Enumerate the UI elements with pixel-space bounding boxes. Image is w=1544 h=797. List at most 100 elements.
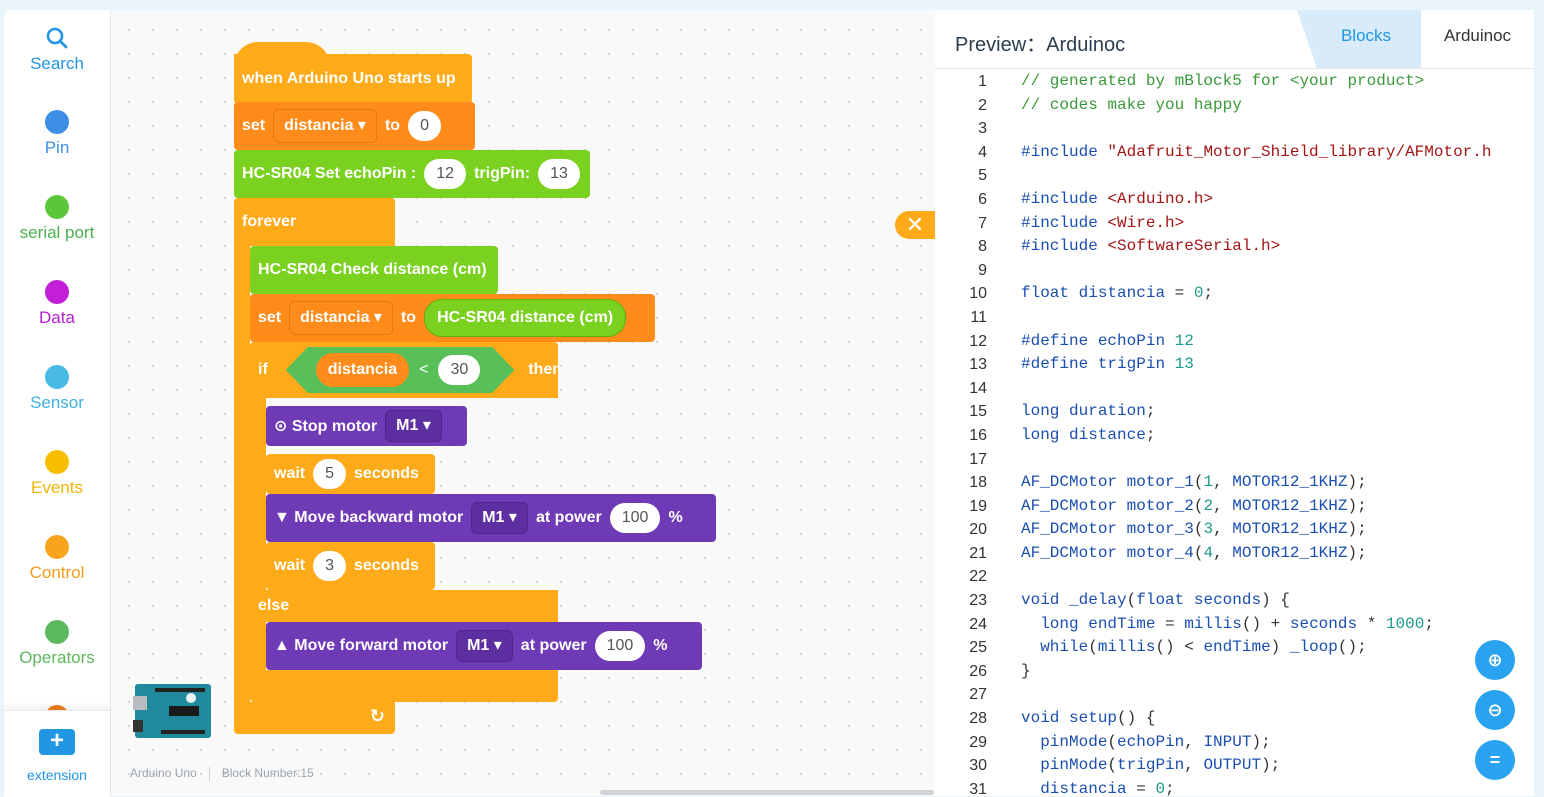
wait-seconds-input[interactable]: 3 xyxy=(313,551,347,581)
line-number: 30 xyxy=(969,757,987,775)
zoom-in-button[interactable]: ⊕ xyxy=(1475,640,1515,680)
motor-dropdown[interactable]: M1 ▾ xyxy=(385,410,442,442)
hat-block-start[interactable]: when Arduino Uno starts up xyxy=(234,42,472,104)
line-number: 24 xyxy=(969,615,987,633)
tab-arduinoc[interactable]: Arduinoc xyxy=(1443,26,1512,45)
set-label: set xyxy=(258,309,282,326)
motor-name: M1 xyxy=(482,509,505,526)
line-number: 11 xyxy=(970,308,987,326)
code-line: 24 long endTime = millis() + seconds * 1… xyxy=(935,613,1534,637)
category-label: Data xyxy=(39,308,75,327)
motor-name: M1 xyxy=(396,417,419,434)
variable-dropdown[interactable]: distancia ▾ xyxy=(273,109,377,143)
zoom-out-button[interactable]: ⊖ xyxy=(1475,690,1515,730)
preview-panel: Preview：Arduinoc Blocks Arduinoc 1// gen… xyxy=(935,10,1534,796)
hcsr04-setup-block[interactable]: HC-SR04 Set echoPin : 12 trigPin: 13 xyxy=(234,150,590,198)
code-text: long duration; xyxy=(1021,402,1156,421)
code-text: long endTime = millis() + seconds * 1000… xyxy=(1040,614,1434,633)
line-number: 8 xyxy=(978,238,987,256)
category-control[interactable]: Control xyxy=(4,535,110,583)
if-else-block[interactable]: if distancia < 30 then xyxy=(250,342,562,398)
line-number: 5 xyxy=(978,167,987,185)
percent-label: % xyxy=(668,509,683,526)
category-operators[interactable]: Operators xyxy=(4,620,110,668)
code-editor[interactable]: 1// generated by mBlock5 for <your produ… xyxy=(935,70,1534,796)
wait-label: wait xyxy=(274,557,306,574)
code-line: 11 xyxy=(935,306,1534,330)
wait-block-2[interactable]: wait 3 seconds xyxy=(266,542,435,590)
add-extension-icon: + xyxy=(39,729,75,755)
code-line: 8 #include <SoftwareSerial.h> xyxy=(935,235,1534,259)
code-line: 15 long duration; xyxy=(935,400,1534,424)
zoom-in-icon: ⊕ xyxy=(1487,650,1503,670)
line-number: 18 xyxy=(969,474,987,492)
value-input[interactable]: 0 xyxy=(408,111,441,141)
code-text: // generated by mBlock5 for <your produc… xyxy=(1021,72,1425,90)
category-pin[interactable]: Pin xyxy=(4,110,110,158)
code-line: 3 xyxy=(935,117,1534,141)
else-segment: else xyxy=(250,590,558,622)
variable-dropdown[interactable]: distancia ▾ xyxy=(289,301,393,335)
line-number: 15 xyxy=(969,403,987,421)
loop-arrow-icon: ↻ xyxy=(369,706,385,726)
line-number: 21 xyxy=(969,544,987,562)
close-preview-button[interactable]: ✕ xyxy=(895,211,935,239)
zoom-reset-button[interactable]: = xyxy=(1475,740,1515,780)
comparison-block[interactable]: distancia < 30 xyxy=(286,347,515,393)
power-input[interactable]: 100 xyxy=(594,631,646,661)
serial-port-color-dot-icon xyxy=(45,195,69,219)
set-variable-block-2[interactable]: set distancia ▾ to HC-SR04 distance (cm) xyxy=(250,294,655,342)
code-text: AF_DCMotor motor_1(1, MOTOR12_1KHZ); xyxy=(1021,473,1367,492)
if-label: if xyxy=(258,361,268,378)
hcsr04-distance-reporter[interactable]: HC-SR04 distance (cm) xyxy=(424,299,627,337)
stop-motor-block[interactable]: ⊙ Stop motor M1 ▾ xyxy=(266,406,467,446)
power-input[interactable]: 100 xyxy=(609,503,661,533)
motor-dropdown[interactable]: M1 ▾ xyxy=(456,630,513,662)
code-text: #include <SoftwareSerial.h> xyxy=(1021,237,1281,256)
data-color-dot-icon xyxy=(45,280,69,304)
move-backward-block[interactable]: ▼ Move backward motor M1 ▾ at power 100 … xyxy=(266,494,716,542)
category-events[interactable]: Events xyxy=(4,450,110,498)
code-text: void setup() { xyxy=(1021,709,1156,728)
code-text: #include <Wire.h> xyxy=(1021,213,1185,232)
tab-blocks[interactable]: Blocks xyxy=(1297,10,1421,68)
code-line: 6#include <Arduino.h> xyxy=(935,188,1534,212)
motor-dropdown[interactable]: M1 ▾ xyxy=(471,502,528,534)
hcsr04-check-block[interactable]: HC-SR04 Check distance (cm) xyxy=(250,246,498,294)
close-icon: ✕ xyxy=(905,212,925,237)
code-line: 5 xyxy=(935,164,1534,188)
preview-title: Preview：Arduinoc xyxy=(955,34,1126,56)
extension-button[interactable]: + extension xyxy=(4,710,110,797)
arduino-board-icon[interactable] xyxy=(133,682,213,740)
set-variable-block[interactable]: set distancia ▾ to 0 xyxy=(234,102,475,150)
category-data[interactable]: Data xyxy=(4,280,110,328)
category-label: Search xyxy=(30,54,84,73)
category-sensor[interactable]: Sensor xyxy=(4,365,110,413)
block-workspace[interactable]: when Arduino Uno starts up set distancia… xyxy=(111,10,935,796)
line-number: 22 xyxy=(969,568,987,586)
move-forward-block[interactable]: ▲ Move forward motor M1 ▾ at power 100 % xyxy=(266,622,702,670)
code-text: pinMode(echoPin, INPUT); xyxy=(1040,732,1271,751)
workspace-horizontal-scrollbar[interactable] xyxy=(600,790,934,795)
code-line: 29 pinMode(echoPin, INPUT); xyxy=(935,731,1534,755)
wait-block[interactable]: wait 5 seconds xyxy=(266,454,435,494)
hat-label: when Arduino Uno starts up xyxy=(242,70,456,87)
threshold-input[interactable]: 30 xyxy=(438,355,480,385)
control-color-dot-icon xyxy=(45,535,69,559)
move-backward-label: ▼ Move backward motor xyxy=(274,509,464,526)
move-forward-label: ▲ Move forward motor xyxy=(274,637,449,654)
line-number: 9 xyxy=(978,261,987,279)
echo-pin-input[interactable]: 12 xyxy=(424,159,467,189)
category-label: Sensor xyxy=(30,393,84,412)
to-label: to xyxy=(384,117,401,134)
category-search[interactable]: Search xyxy=(4,26,110,74)
category-serial-port[interactable]: serial port xyxy=(4,195,110,243)
trig-pin-input[interactable]: 13 xyxy=(538,159,580,189)
set-label: set xyxy=(242,117,266,134)
distancia-reporter[interactable]: distancia xyxy=(316,353,409,387)
forever-block[interactable]: forever xyxy=(234,198,395,246)
wait-seconds-input[interactable]: 5 xyxy=(313,459,347,489)
